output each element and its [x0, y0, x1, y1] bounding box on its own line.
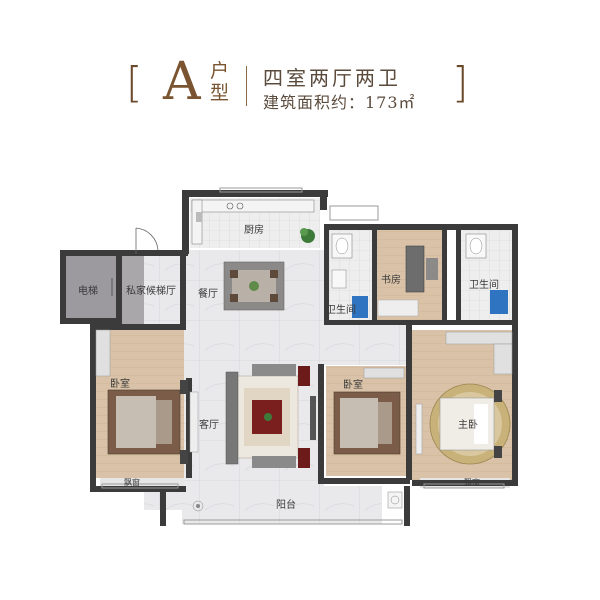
label-balcony: 阳台: [276, 498, 296, 511]
unit-type-letter: A: [163, 52, 201, 112]
label-dining: 餐厅: [198, 287, 218, 300]
unit-type-suffix: 户 型: [210, 60, 232, 104]
label-master: 主卧: [458, 418, 478, 431]
unit-sub-char-2: 型: [210, 82, 230, 104]
wardrobe-left: [95, 329, 111, 377]
label-bath-1: 卫生间: [326, 303, 356, 316]
header-bracket-right: ]: [452, 58, 469, 107]
entrance-door-swing: [135, 227, 159, 254]
kitchen-counters: [191, 199, 315, 245]
wardrobe-master: [445, 331, 513, 375]
plan-header: [ A 户 型 四室两厅两卫 建筑面积约：173㎡ ]: [0, 0, 600, 120]
floor-area: 建筑面积约：173㎡: [263, 93, 416, 112]
bed-left: [107, 380, 199, 464]
layout-title: 四室两厅两卫: [263, 66, 401, 90]
balcony-washer: [192, 491, 403, 512]
bath-1-fixtures: [331, 233, 368, 318]
label-elevator: 电梯: [78, 284, 98, 297]
elevator-floor: [66, 256, 116, 318]
label-kitchen: 厨房: [244, 223, 264, 236]
label-private-lobby: 私家候梯厅: [126, 284, 176, 297]
bed-middle: [333, 367, 405, 455]
bed-master: [415, 383, 511, 465]
header-divider: [246, 66, 247, 106]
label-bath-2: 卫生间: [469, 278, 499, 291]
walls: [60, 190, 518, 526]
balcony-floor: [182, 486, 382, 524]
plant-icon: [300, 228, 315, 243]
corridor-floor: [324, 325, 410, 365]
label-living: 客厅: [199, 418, 219, 431]
study-desk: [377, 245, 438, 317]
label-study: 书房: [381, 273, 401, 286]
unit-sub-char-1: 户: [210, 60, 230, 82]
sofa-set: [225, 364, 316, 468]
header-bracket-left: [: [126, 58, 143, 107]
label-bedroom-mid: 卧室: [343, 378, 363, 391]
label-bay-right: 飘窗: [464, 477, 480, 487]
bay-left-floor: [100, 478, 184, 488]
label-bedroom-left: 卧室: [110, 377, 130, 390]
dining-table: [223, 261, 285, 311]
windows: [101, 187, 505, 525]
bath-2-fixtures: [465, 233, 508, 314]
label-bay-left: 飘窗: [124, 477, 140, 487]
